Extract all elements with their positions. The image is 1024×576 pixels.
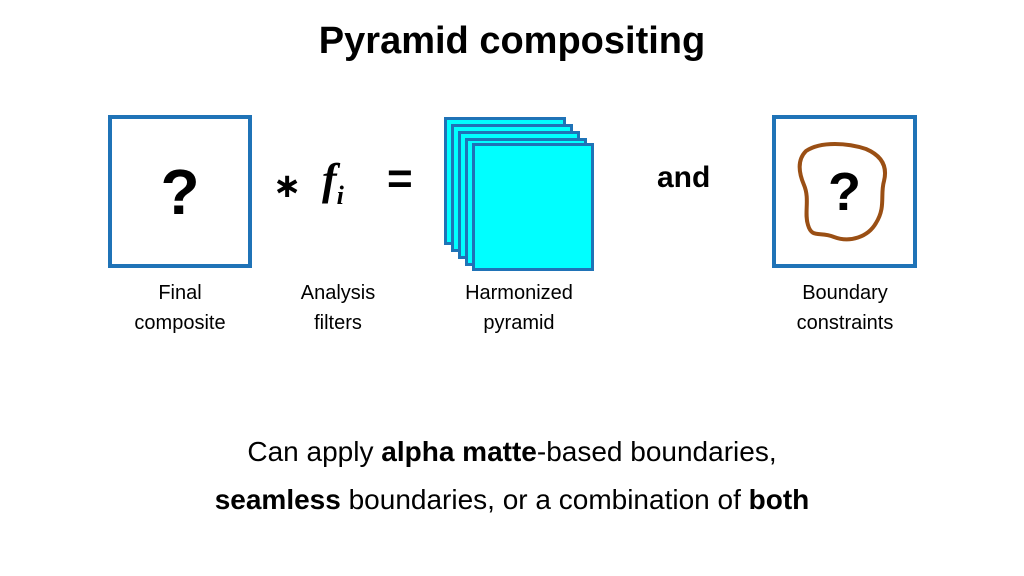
- caption-harmonized-pyramid: Harmonized pyramid: [429, 278, 609, 338]
- footer-text: boundaries, or a combination of: [340, 484, 749, 515]
- footer-bold-text: both: [748, 484, 810, 515]
- caption-line: filters: [314, 312, 362, 334]
- caption-line: Harmonized: [465, 282, 573, 304]
- footer-text: -based boundaries,: [536, 436, 777, 467]
- page-title: Pyramid compositing: [318, 20, 706, 62]
- caption-final-composite: Final composite: [90, 278, 270, 338]
- conjunction-text: and: [657, 161, 711, 194]
- footer-bold-text: alpha matte: [381, 436, 537, 467]
- unknown-symbol: ?: [160, 155, 200, 228]
- filter-subscript: i: [336, 180, 344, 210]
- footer-bold-text: seamless: [214, 484, 341, 515]
- harmonized-pyramid: [444, 117, 596, 273]
- filter-letter: f: [322, 155, 337, 204]
- caption-line: composite: [134, 312, 226, 334]
- pyramid-layer: [472, 143, 594, 271]
- caption-line: Analysis: [300, 282, 376, 304]
- caption-boundary-constraints: Boundary constraints: [755, 278, 935, 338]
- footer-line-2: seamless boundaries, or a combination of…: [0, 480, 1024, 520]
- convolution-operator: ∗: [273, 167, 302, 205]
- footer-text: Can apply: [247, 436, 382, 467]
- footer-line-1: Can apply alpha matte-based boundaries,: [0, 432, 1024, 472]
- caption-line: pyramid: [483, 312, 555, 334]
- boundary-constraints-box: ?: [772, 115, 917, 268]
- filter-symbol: fi: [322, 152, 344, 224]
- caption-line: Final: [158, 282, 202, 304]
- caption-line: constraints: [796, 312, 894, 334]
- caption-line: Boundary: [802, 282, 888, 304]
- final-composite-box: ?: [108, 115, 252, 268]
- unknown-symbol: ?: [828, 161, 861, 222]
- caption-analysis-filters: Analysis filters: [248, 278, 428, 338]
- equals-operator: =: [387, 154, 413, 203]
- boundary-outline: [797, 142, 887, 242]
